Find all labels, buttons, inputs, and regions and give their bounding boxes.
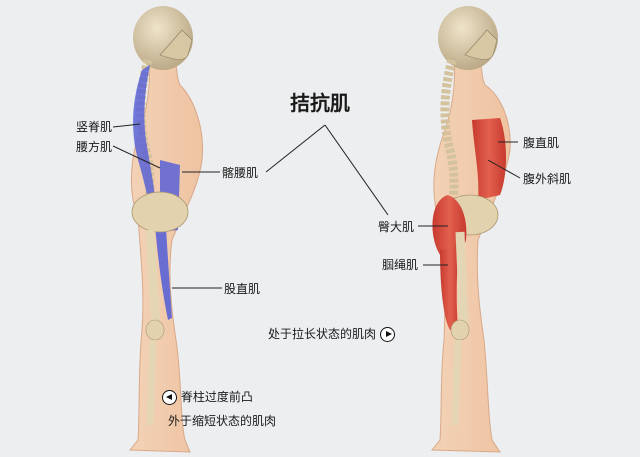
title: 拮抗肌 xyxy=(290,91,350,115)
right-arrow-circle-icon xyxy=(379,327,395,342)
label-iliopsoas: 髂腰肌 xyxy=(222,166,259,180)
leader-lines xyxy=(112,123,521,289)
label-quadratus-lumborum: 腰方肌 xyxy=(76,140,113,154)
label-erector-spinae: 竖脊肌 xyxy=(76,120,113,134)
label-hamstrings: 腘绳肌 xyxy=(382,258,419,272)
label-rectus-abdominis: 腹直肌 xyxy=(523,136,560,150)
right-figure-body xyxy=(430,6,511,453)
condition-caption: 脊柱过度前凸 xyxy=(162,390,253,405)
label-rectus-femoris: 股直肌 xyxy=(224,282,261,296)
label-external-oblique: 腹外斜肌 xyxy=(523,172,572,186)
shortened-state-text: 外于缩短状态的肌肉 xyxy=(168,414,277,428)
label-gluteus-maximus: 臀大肌 xyxy=(378,220,415,234)
condition-text: 脊柱过度前凸 xyxy=(180,390,253,404)
left-figure-body xyxy=(128,6,204,453)
lengthened-state-text: 处于拉长状态的肌肉 xyxy=(268,327,377,341)
lengthened-state-caption: 处于拉长状态的肌肉 xyxy=(268,327,395,342)
left-arrow-circle-icon xyxy=(162,390,177,405)
